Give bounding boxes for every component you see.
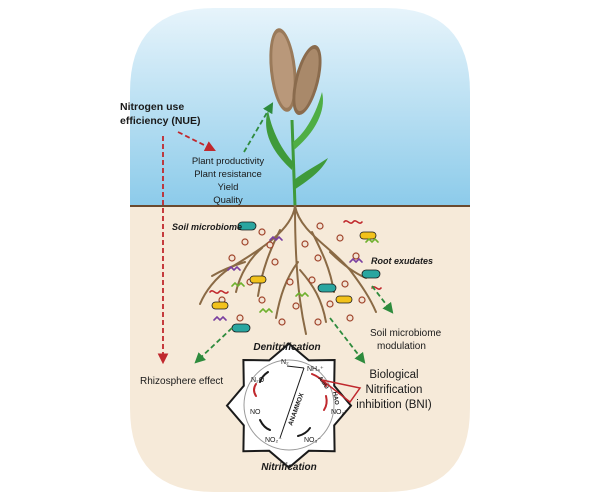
nitrogen-cycle: N₂ NH₄⁺ N₂O NO NO₂⁻ NO₃⁻ NO₂⁻ ANAMMOX AM… bbox=[225, 342, 362, 469]
nue-label-line2: efficiency (NUE) bbox=[120, 115, 201, 127]
species-n2o: N₂O bbox=[251, 377, 265, 384]
leaf-low bbox=[294, 158, 328, 190]
outcome-quality: Quality bbox=[213, 195, 243, 206]
arrows bbox=[157, 102, 394, 365]
background-panel bbox=[130, 8, 470, 492]
nitrification-label: Nitrification bbox=[261, 462, 317, 473]
stem bbox=[290, 119, 297, 207]
modulation-label-line1: Soil microbiome bbox=[370, 328, 442, 339]
nue-label-line1: Nitrogen use bbox=[120, 101, 184, 113]
species-no2-left: NO₂⁻ bbox=[265, 437, 282, 444]
rhizosphere-label: Rhizosphere effect bbox=[140, 376, 223, 387]
bni-label-line3: inhibition (BNI) bbox=[356, 399, 432, 411]
outcome-resistance: Plant resistance bbox=[194, 169, 262, 180]
modulation-label-line2: modulation bbox=[377, 341, 426, 352]
arrow-roots-to-bni bbox=[329, 317, 366, 364]
cycle-arrows bbox=[253, 371, 328, 437]
arrow-outcomes-to-plant bbox=[243, 102, 274, 153]
soil-microbiome-label: Soil microbiome bbox=[172, 222, 242, 232]
cycle-octagon bbox=[225, 342, 353, 469]
outcome-yield: Yield bbox=[218, 182, 239, 193]
leaf-left bbox=[266, 110, 293, 170]
denitrification-label: Denitrification bbox=[253, 342, 320, 353]
outcome-productivity: Plant productivity bbox=[192, 156, 265, 167]
leaf-right bbox=[293, 92, 323, 150]
ear-right bbox=[292, 44, 322, 116]
species-no2-right: NO₂⁻ bbox=[331, 409, 348, 416]
rhizosphere-particles bbox=[218, 222, 366, 326]
cycle-ring bbox=[243, 359, 335, 451]
species-no3: NO₃⁻ bbox=[304, 437, 321, 444]
bacteria bbox=[211, 221, 381, 333]
anammox-line bbox=[279, 367, 305, 439]
bni-inhibition-marker bbox=[321, 379, 362, 404]
species-n2: N₂ bbox=[281, 359, 289, 366]
root-exudates-label: Root exudates bbox=[371, 256, 433, 266]
arrow-roots-to-rhizosphere bbox=[194, 327, 233, 364]
bni-label-line1: Biological bbox=[369, 369, 418, 381]
species-nh4: NH₄⁺ bbox=[307, 366, 324, 373]
bni-label-line2: Nitrification bbox=[366, 384, 423, 396]
ear-left bbox=[269, 28, 297, 112]
hao-label: HAO bbox=[331, 391, 339, 406]
filamentous-microbes bbox=[209, 220, 382, 322]
arrow-nue-to-outcomes bbox=[177, 131, 216, 151]
species-no: NO bbox=[250, 409, 261, 416]
arrow-exudates-to-modulation bbox=[371, 285, 394, 314]
plant bbox=[266, 28, 328, 207]
